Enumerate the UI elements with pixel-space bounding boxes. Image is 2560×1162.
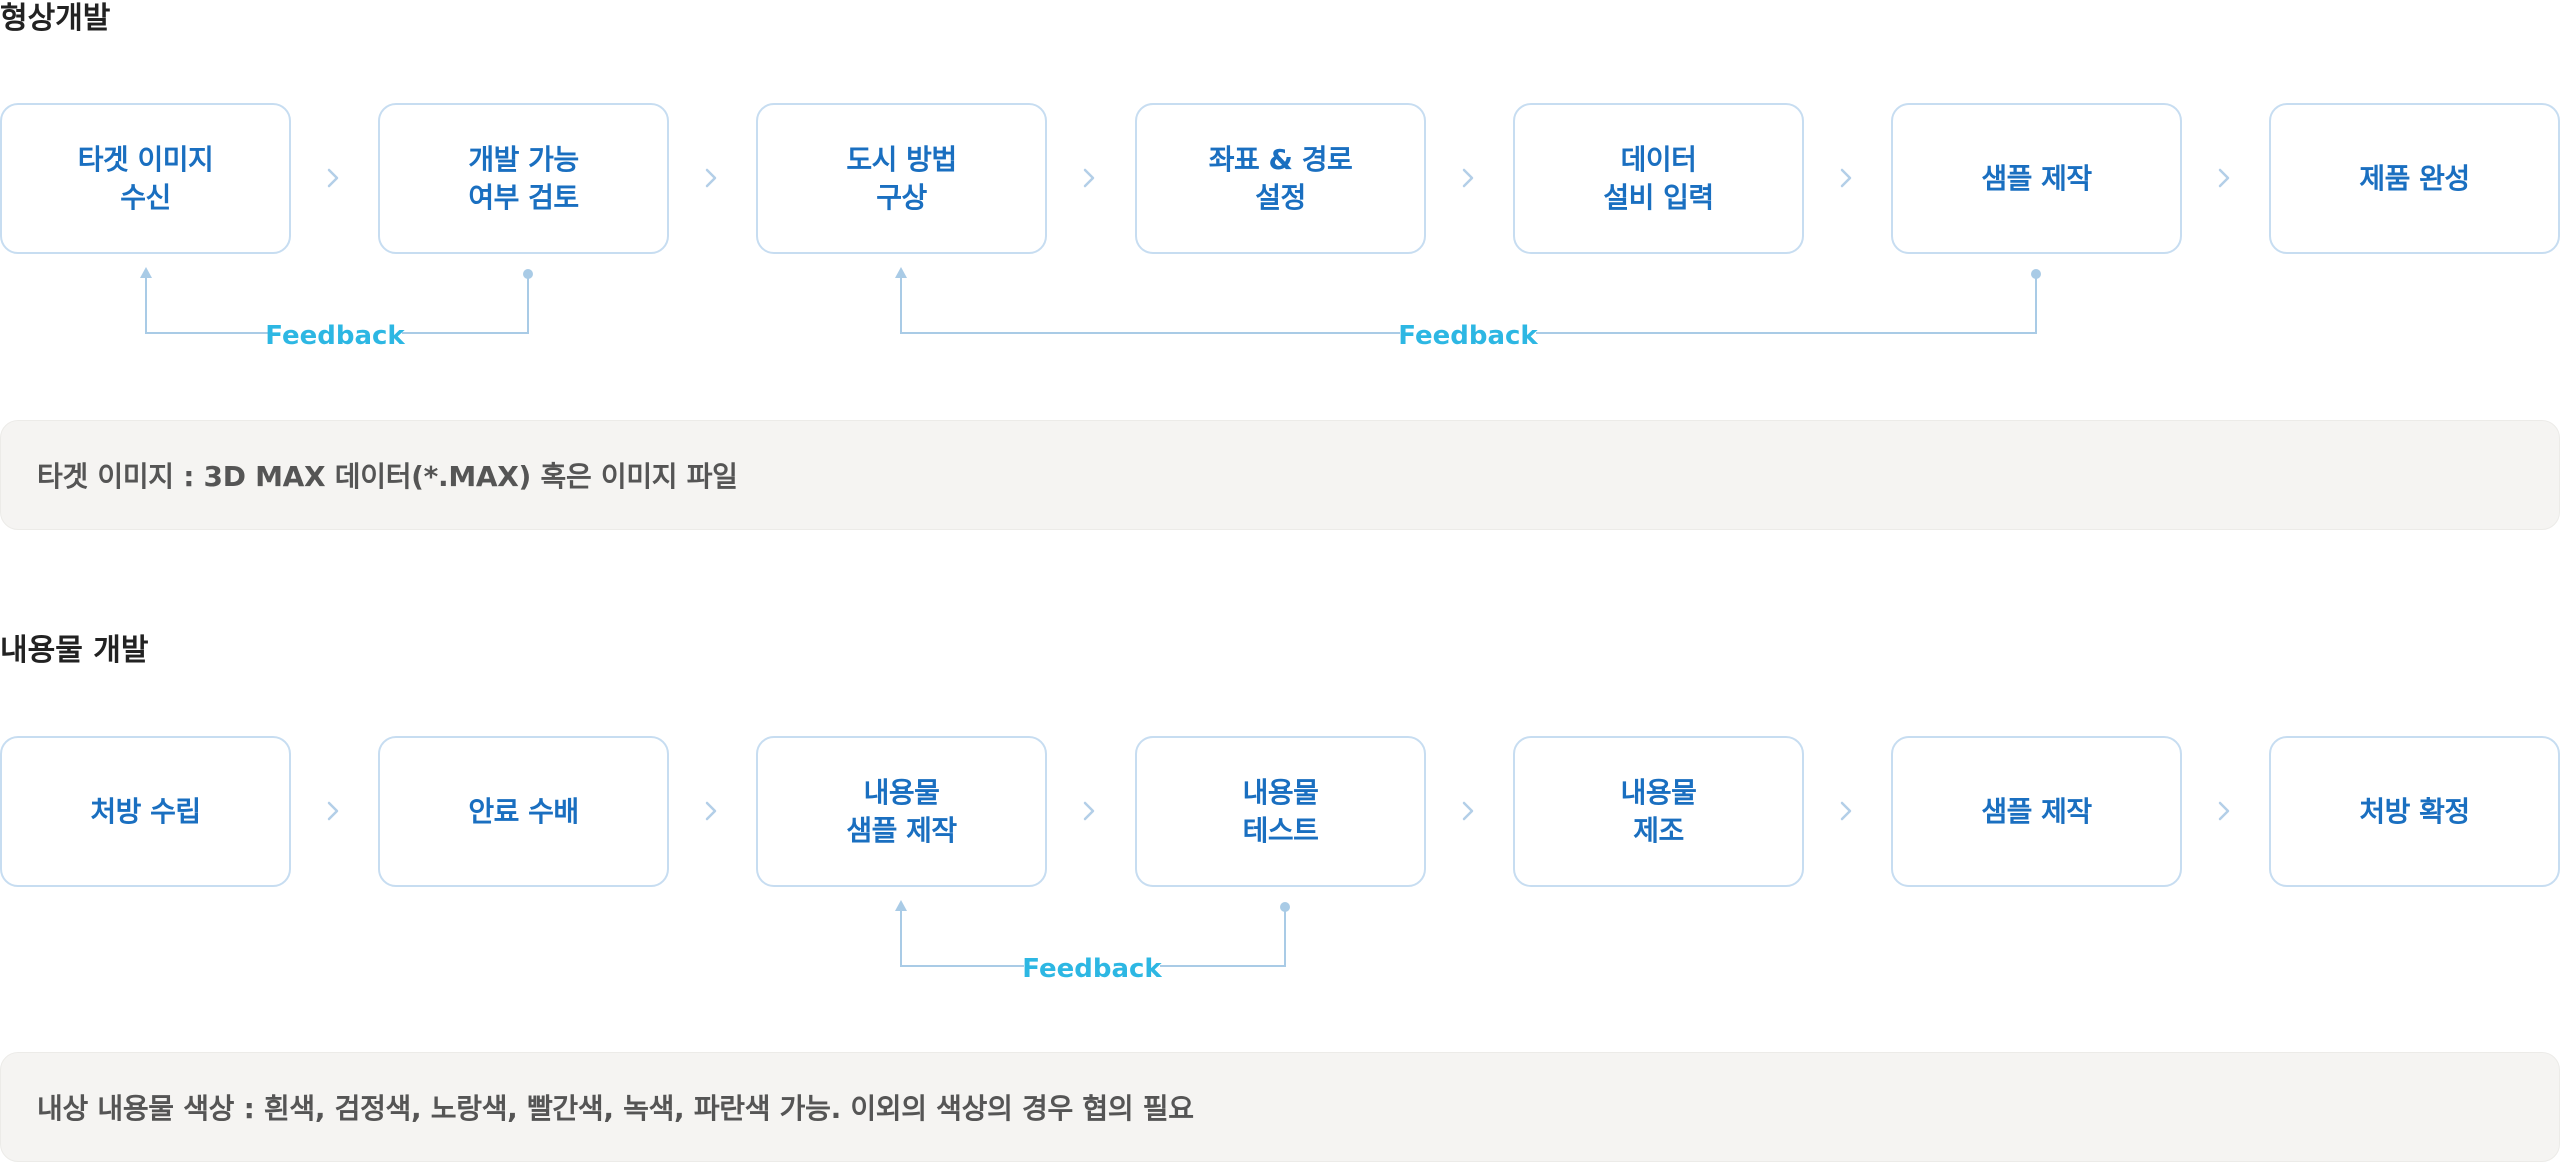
step-sample-production: 샘플 제작 [1891, 736, 2182, 887]
step-target-image: 타겟 이미지 수신 [0, 103, 291, 254]
step-label: 내용물 샘플 제작 [846, 775, 957, 847]
process-flow-content: 처방 수립 안료 수배 내용물 샘플 제작 내용물 테스트 내용물 제조 샘플 … [0, 736, 2560, 887]
step-label: 샘플 제작 [1981, 794, 2092, 828]
chevron-right-icon [705, 801, 717, 821]
feedback-loops-content: Feedback [895, 900, 1290, 984]
chevron-right-icon [2218, 801, 2230, 821]
label-gap [268, 316, 402, 350]
chevron-right-icon [327, 168, 339, 188]
note-box-shape: 타겟 이미지 : 3D MAX 데이터(*.MAX) 혹은 이미지 파일 [0, 420, 2560, 530]
label-gap [1024, 949, 1160, 983]
chevron-right-icon [1462, 801, 1474, 821]
step-label: 타겟 이미지 수신 [77, 142, 214, 214]
note-text: 내상 내용물 색상 : 흰색, 검정색, 노랑색, 빨간색, 녹색, 파란색 가… [37, 1092, 1194, 1125]
feedback-label: Feedback [1398, 321, 1538, 351]
step-pigment-sourcing: 안료 수배 [378, 736, 669, 887]
chevron-right-icon [1083, 801, 1095, 821]
step-label: 도시 방법 구상 [846, 142, 957, 214]
step-coordinate-path: 좌표 & 경로 설정 [1135, 103, 1426, 254]
step-content-manufacture: 내용물 제조 [1513, 736, 1804, 887]
step-formulation: 처방 수립 [0, 736, 291, 887]
step-label: 처방 확정 [2359, 794, 2470, 828]
chevron-right-icon [705, 168, 717, 188]
chevron-right-icon [1840, 801, 1852, 821]
label-gap [1400, 316, 1536, 350]
step-method-design: 도시 방법 구상 [756, 103, 1047, 254]
step-product-complete: 제품 완성 [2269, 103, 2560, 254]
step-label: 내용물 제조 [1620, 775, 1697, 847]
step-label: 좌표 & 경로 설정 [1208, 142, 1353, 214]
step-label: 안료 수배 [468, 794, 579, 828]
step-label: 내용물 테스트 [1242, 775, 1319, 847]
connector-dot [1280, 902, 1290, 912]
step-content-sample: 내용물 샘플 제작 [756, 736, 1047, 887]
arrow-up-icon [140, 267, 152, 278]
step-feasibility-review: 개발 가능 여부 검토 [378, 103, 669, 254]
chevron-right-icon [327, 801, 339, 821]
section-title-content-development: 내용물 개발 [0, 633, 149, 668]
arrow-up-icon [895, 900, 907, 911]
step-content-test: 내용물 테스트 [1135, 736, 1426, 887]
step-label: 처방 수립 [90, 794, 201, 828]
chevron-right-icon [1840, 168, 1852, 188]
step-label: 샘플 제작 [1981, 161, 2092, 195]
chevron-right-icon [1083, 168, 1095, 188]
feedback-loops-shape: Feedback Feedback [140, 267, 2041, 351]
note-box-content: 내상 내용물 색상 : 흰색, 검정색, 노랑색, 빨간색, 녹색, 파란색 가… [0, 1052, 2560, 1162]
feedback-label: Feedback [1022, 954, 1162, 984]
step-formulation-confirmed: 처방 확정 [2269, 736, 2560, 887]
step-label: 제품 완성 [2359, 161, 2470, 195]
connector-dot [2031, 269, 2041, 279]
feedback-label: Feedback [265, 321, 405, 351]
chevron-right-icon [2218, 168, 2230, 188]
connector-dot [523, 269, 533, 279]
section-title-shape-development: 형상개발 [0, 1, 111, 36]
step-label: 데이터 설비 입력 [1603, 142, 1714, 214]
arrow-up-icon [895, 267, 907, 278]
step-label: 개발 가능 여부 검토 [468, 142, 579, 214]
step-data-input: 데이터 설비 입력 [1513, 103, 1804, 254]
chevron-right-icon [1462, 168, 1474, 188]
process-flow-shape: 타겟 이미지 수신 개발 가능 여부 검토 도시 방법 구상 좌표 & 경로 설… [0, 103, 2560, 254]
note-text: 타겟 이미지 : 3D MAX 데이터(*.MAX) 혹은 이미지 파일 [37, 460, 738, 493]
step-sample-production: 샘플 제작 [1891, 103, 2182, 254]
